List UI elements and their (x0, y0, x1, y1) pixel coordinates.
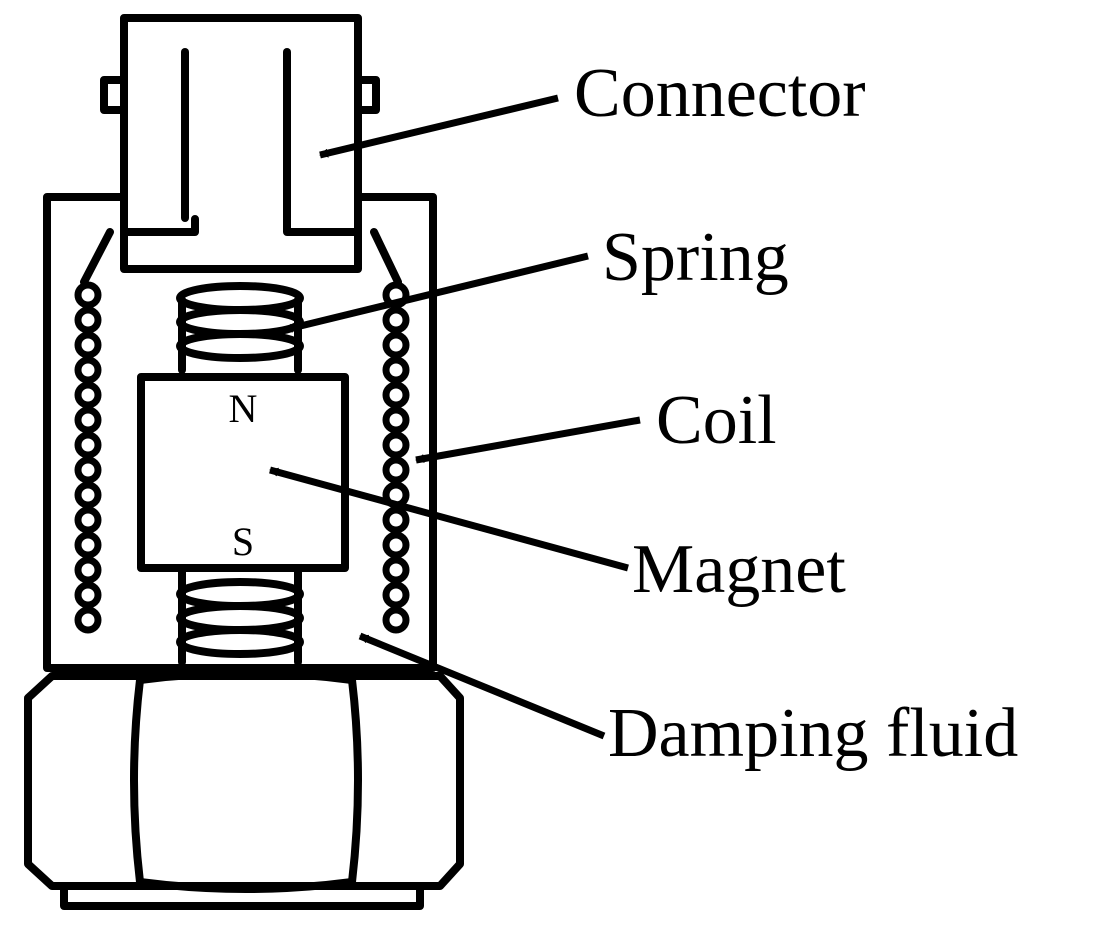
spring-label: Spring (602, 219, 789, 296)
coil-winding (74, 356, 102, 384)
coil-winding (382, 331, 410, 359)
coil-winding (74, 456, 102, 484)
connector-arrow (319, 94, 559, 159)
lower-spring (176, 566, 304, 666)
coil-winding (382, 381, 410, 409)
base-plate (60, 882, 424, 910)
coil-winding (382, 306, 410, 334)
spring-arrow (283, 252, 589, 334)
south-pole-label: S (232, 519, 254, 564)
coil-lead-right (370, 228, 402, 286)
connector-tab-left (100, 76, 128, 114)
connector-label: Connector (574, 55, 866, 132)
coil-winding (74, 506, 102, 534)
coil-label: Coil (656, 382, 777, 459)
coil-left (74, 281, 102, 634)
magnet-body (137, 373, 349, 572)
coil-winding (74, 481, 102, 509)
coil-winding (382, 456, 410, 484)
coil-winding (74, 331, 102, 359)
coil-winding (382, 506, 410, 534)
housing-outline (43, 193, 437, 672)
connector-tab-right (354, 76, 380, 114)
coil-winding (382, 581, 410, 609)
damping-fluid-label: Damping fluid (608, 695, 1018, 772)
coil-arrow (415, 416, 641, 464)
hex-nut (24, 669, 464, 893)
coil-winding (382, 431, 410, 459)
coil-winding (74, 431, 102, 459)
coil-winding (74, 556, 102, 584)
coil-winding (74, 281, 102, 309)
coil-winding (74, 581, 102, 609)
coil-lead-left (80, 228, 114, 286)
north-pole-label: N (229, 386, 258, 431)
upper-spring (176, 282, 304, 374)
coil-winding (382, 556, 410, 584)
coil-winding (382, 531, 410, 559)
magnet-arrow (269, 466, 629, 572)
coil-winding (74, 531, 102, 559)
coil-winding (74, 606, 102, 634)
coil-winding (74, 306, 102, 334)
coil-winding (382, 406, 410, 434)
coil-right (382, 281, 410, 634)
damping-fluid-arrow (358, 632, 606, 740)
coil-winding (382, 356, 410, 384)
connector-base (120, 215, 362, 236)
coil-winding (382, 606, 410, 634)
coil-winding (74, 381, 102, 409)
magnet-label: Magnet (632, 531, 846, 608)
coil-winding (74, 406, 102, 434)
